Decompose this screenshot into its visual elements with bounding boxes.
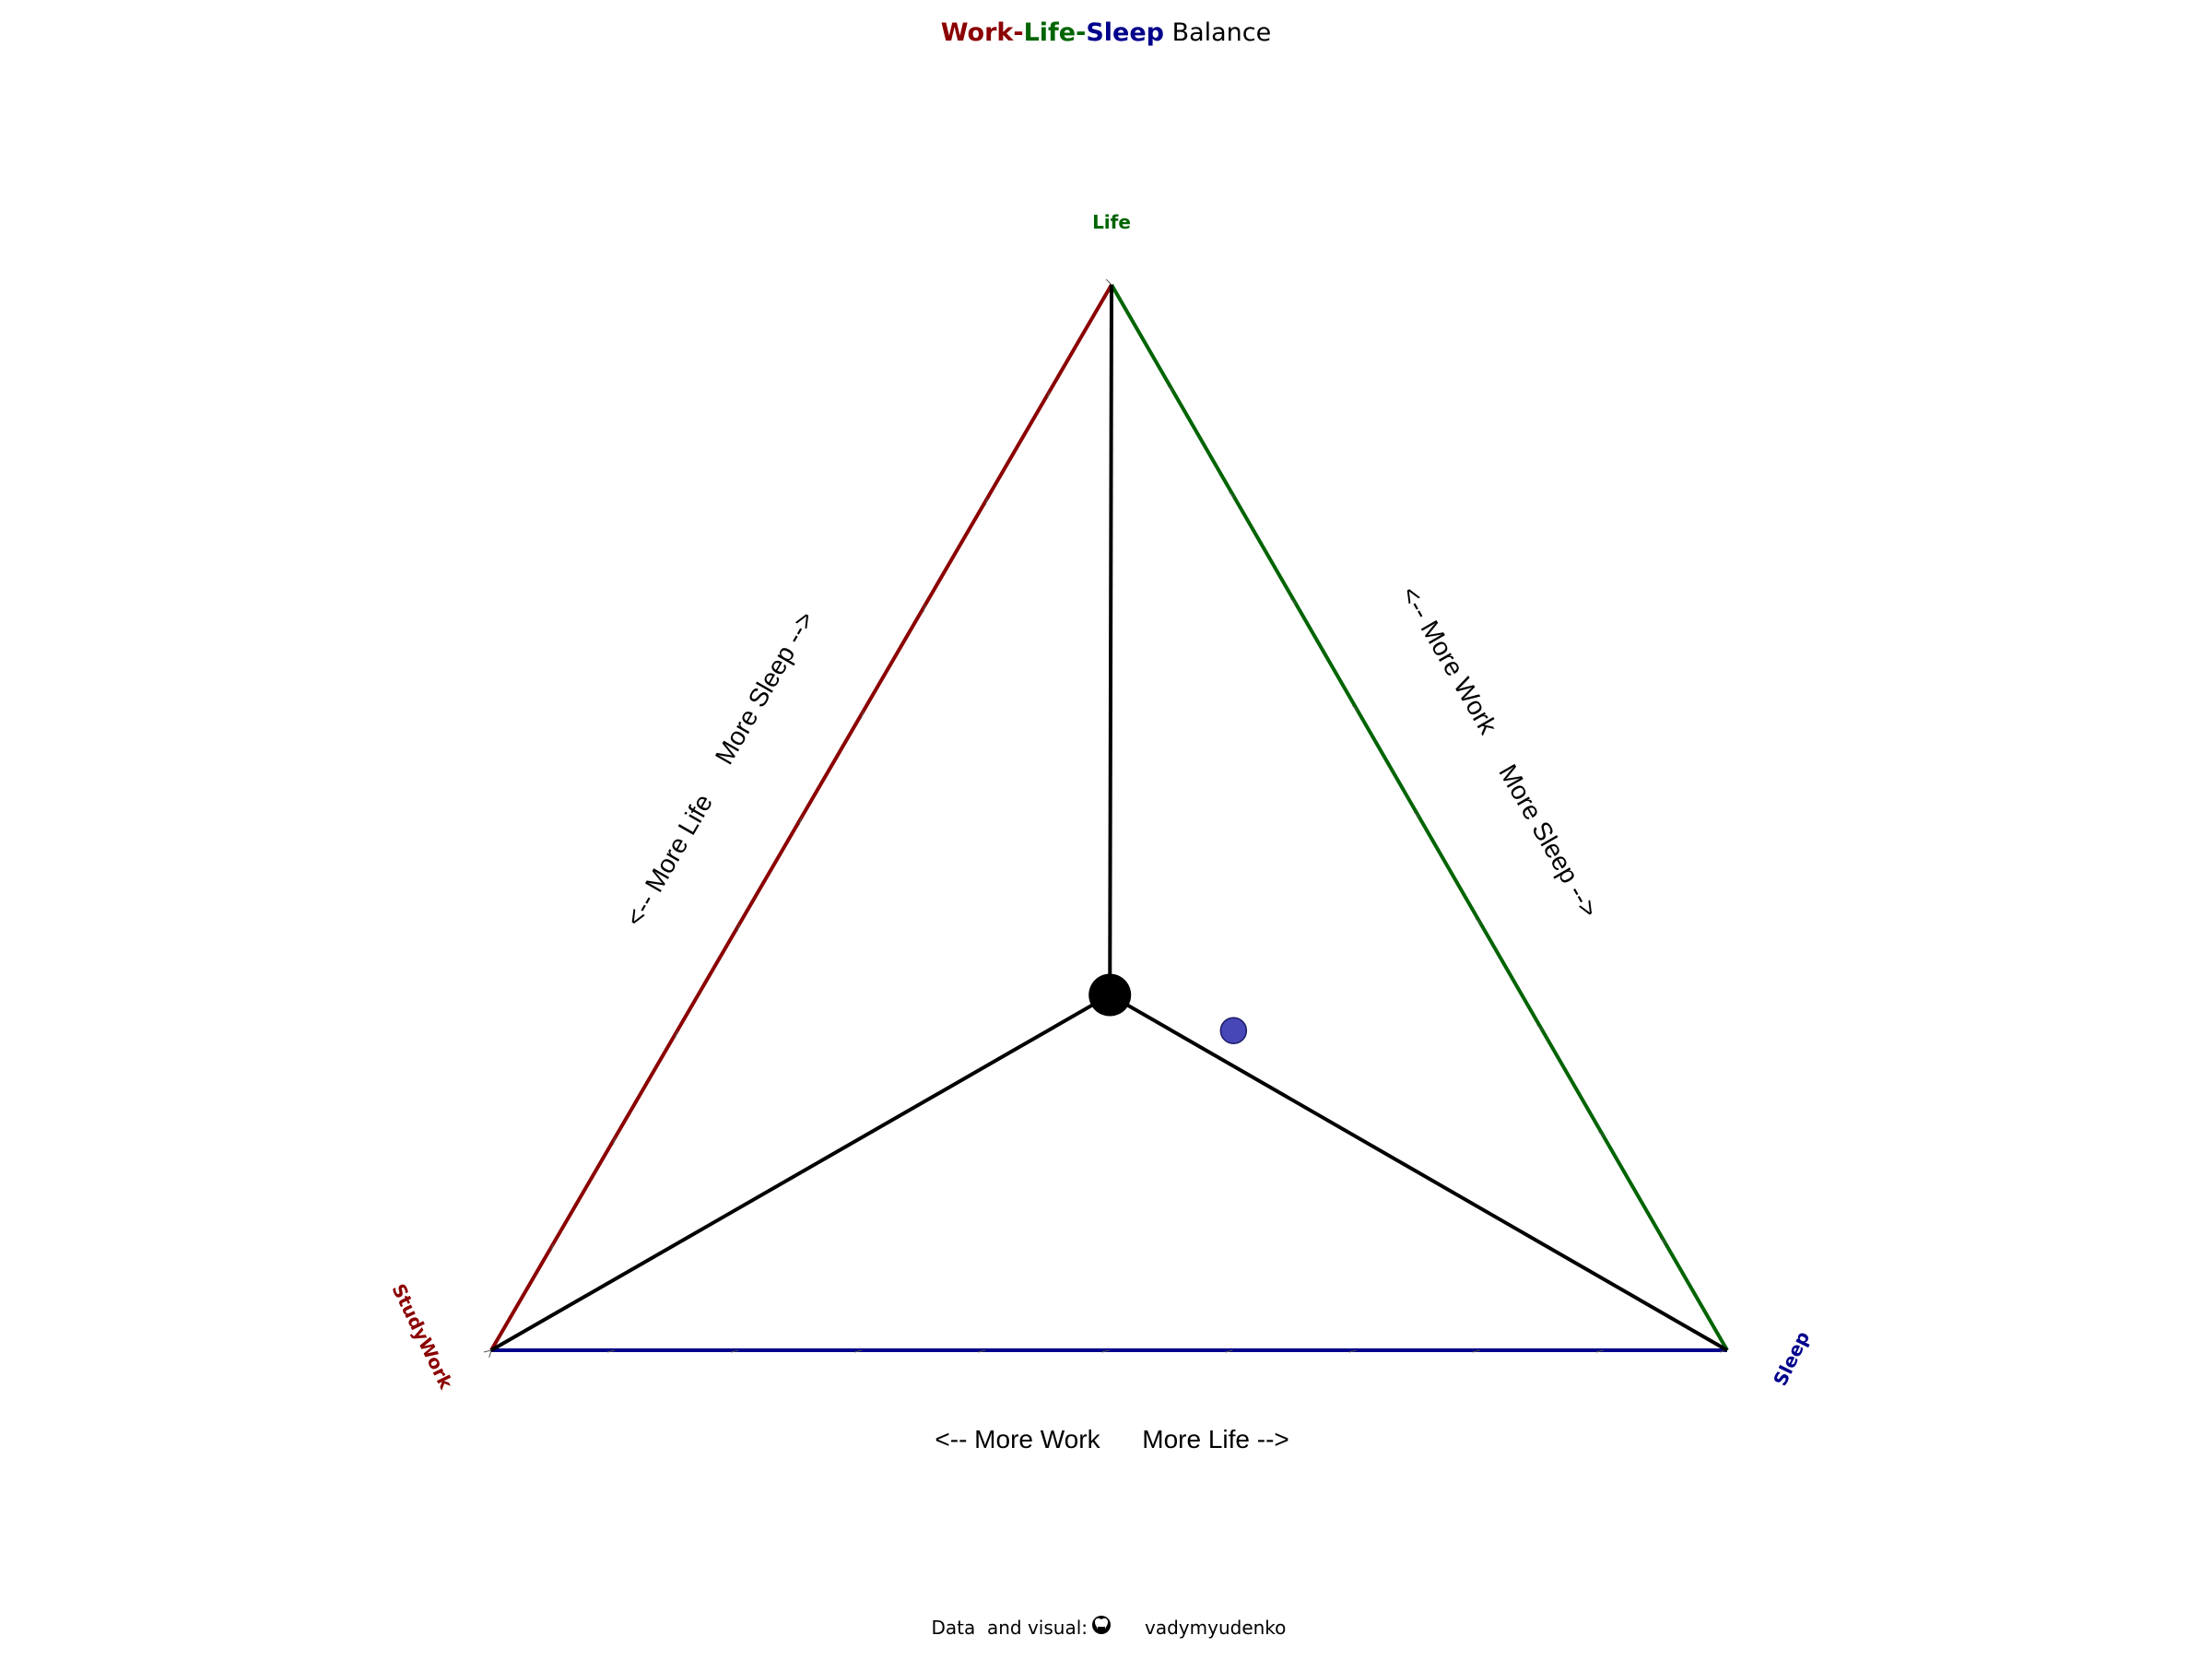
center-spoke	[1109, 993, 1728, 1352]
axis-tick	[984, 498, 988, 506]
axis-tick	[675, 1030, 678, 1039]
axis-tick	[1348, 1349, 1357, 1353]
axis-tick	[483, 1349, 492, 1353]
axis-tick	[488, 1349, 492, 1359]
edge-label-bottom-start: <-- More Work	[935, 1425, 1100, 1453]
axis-tick	[1595, 1349, 1605, 1353]
title-part: -	[1076, 18, 1086, 47]
axis-tick	[612, 1136, 617, 1145]
axis-tick	[1598, 1131, 1605, 1138]
vertex-label-studywork: StudyWork	[387, 1280, 457, 1393]
axis-tick	[861, 711, 865, 719]
axis-tick	[1413, 811, 1420, 818]
axis-tick	[1352, 705, 1359, 712]
center-spoke	[490, 993, 1112, 1352]
axis-tick	[1290, 598, 1297, 606]
axis-tick	[731, 1349, 739, 1353]
axis-tick	[1046, 391, 1051, 399]
caption: Data and visual: vadymyudenko	[932, 1616, 1286, 1639]
axis-tick	[1472, 1349, 1480, 1353]
center-spoke	[1108, 284, 1113, 995]
axis-tick	[1229, 491, 1235, 499]
axis-tick	[1105, 278, 1112, 286]
axis-tick	[798, 817, 802, 826]
axis-tick	[978, 1349, 986, 1353]
edge-label-left-start: <-- More Life	[619, 789, 718, 931]
title-part: Life	[1024, 18, 1077, 47]
edge-label-right-start: <-- More Work	[1395, 582, 1503, 740]
axis-tick	[736, 924, 740, 932]
caption-prefix: Data and visual:	[932, 1617, 1088, 1639]
github-icon[interactable]	[1092, 1616, 1111, 1634]
axis-tick	[1660, 1238, 1666, 1244]
axis-tick	[1225, 1349, 1233, 1353]
axis-tick	[923, 604, 926, 612]
edge-label-left-end: More Sleep -->	[710, 606, 820, 770]
chart-title: Work-Life-Sleep Balance	[941, 18, 1272, 47]
data-point[interactable]	[1219, 1017, 1248, 1044]
caption-author[interactable]: vadymyudenko	[1145, 1617, 1286, 1639]
axis-tick	[1167, 385, 1174, 392]
title-part: Sleep	[1086, 18, 1164, 47]
title-part: -	[1013, 18, 1023, 47]
axis-tick	[854, 1349, 863, 1353]
axis-tick	[1475, 918, 1482, 924]
axis-tick	[606, 1349, 616, 1353]
center-point	[1088, 973, 1132, 1017]
title-part: Work	[941, 18, 1015, 47]
axis-tick	[1101, 1349, 1110, 1353]
axis-tick	[1536, 1024, 1543, 1031]
edge-label-right-end: More Sleep -->	[1493, 759, 1604, 923]
title-part: Balance	[1164, 18, 1271, 47]
vertex-label-life: Life	[1092, 211, 1131, 233]
vertex-label-sleep: Sleep	[1769, 1327, 1814, 1389]
edge-label-bottom-end: More Life -->	[1142, 1425, 1289, 1453]
axis-tick	[550, 1243, 554, 1252]
